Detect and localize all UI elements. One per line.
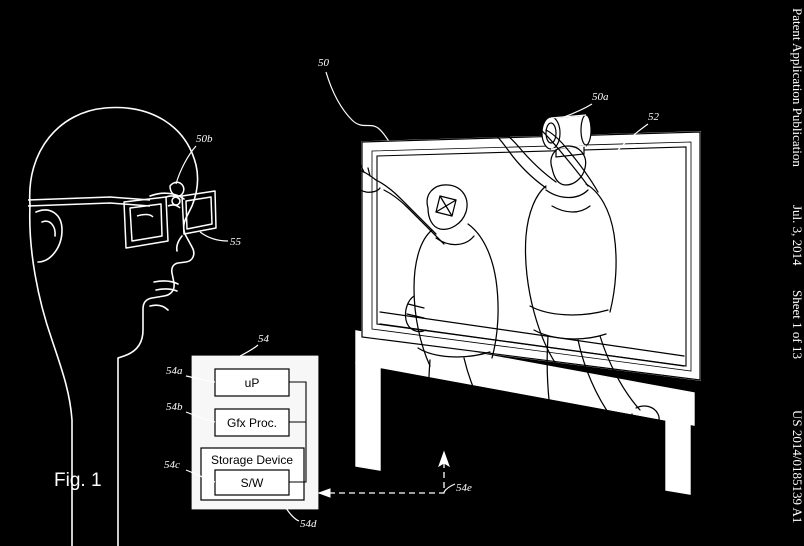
header-sheet: Sheet 1 of 13 xyxy=(790,290,804,359)
callout-storage-54c: 54c xyxy=(164,459,216,483)
basketball-scene xyxy=(346,90,685,470)
refnum-50a: 50a xyxy=(592,91,609,103)
console-bus xyxy=(289,381,307,483)
refnum-54c: 54c xyxy=(164,459,180,471)
callout-system-50: 50 xyxy=(318,57,399,153)
figure-caption: Fig. 1 xyxy=(54,470,102,491)
block-storage-device-label: Storage Device xyxy=(211,453,293,467)
header-docnum: US 2014/0185139 A1 xyxy=(790,410,804,523)
block-software-label: S/W xyxy=(241,476,264,490)
player-shooter xyxy=(479,90,660,451)
callout-sw-54d: 54d xyxy=(285,507,317,530)
callout-console-54: 54 xyxy=(239,333,270,357)
header-publication: Patent Application Publication xyxy=(790,8,804,167)
refnum-55: 55 xyxy=(230,236,242,248)
refnum-54e: 54e xyxy=(456,482,472,494)
court-floor-lines xyxy=(379,311,685,367)
tv-stand-outline xyxy=(355,330,695,495)
callout-camera-50a: 50a xyxy=(563,91,609,118)
callout-up-54a: 54a xyxy=(166,365,216,383)
shutter-glasses-50b xyxy=(27,181,217,249)
header-date: Jul. 3, 2014 xyxy=(790,205,804,266)
refnum-52: 52 xyxy=(648,111,660,123)
block-graphics-processor-label: Gfx Proc. xyxy=(227,416,277,430)
refnum-54: 54 xyxy=(258,333,270,345)
refnum-50: 50 xyxy=(318,57,330,69)
connection-link-54e: 54e xyxy=(317,450,472,498)
block-microprocessor-label: uP xyxy=(245,376,260,390)
callout-gfx-54b: 54b xyxy=(166,401,216,423)
block-software xyxy=(214,469,290,496)
television-display-52 xyxy=(361,131,701,381)
viewer-head-profile xyxy=(28,106,199,546)
callout-display-52: 52 xyxy=(609,111,660,161)
block-graphics-processor xyxy=(214,408,290,437)
block-microprocessor xyxy=(214,368,290,397)
console-block-54: uP Gfx Proc. Storage Device S/W xyxy=(190,354,320,511)
refnum-50b: 50b xyxy=(196,133,213,145)
callout-glasses-50b: 50b xyxy=(175,133,213,185)
page-header-vertical: Patent Application Publication Jul. 3, 2… xyxy=(790,8,804,523)
refnum-54a: 54a xyxy=(166,365,183,377)
refnum-54b: 54b xyxy=(166,401,183,413)
refnum-54d: 54d xyxy=(300,518,317,530)
player-defender xyxy=(346,162,499,470)
callout-eye-55: 55 xyxy=(199,231,242,248)
camera-50a-outline xyxy=(550,114,587,150)
